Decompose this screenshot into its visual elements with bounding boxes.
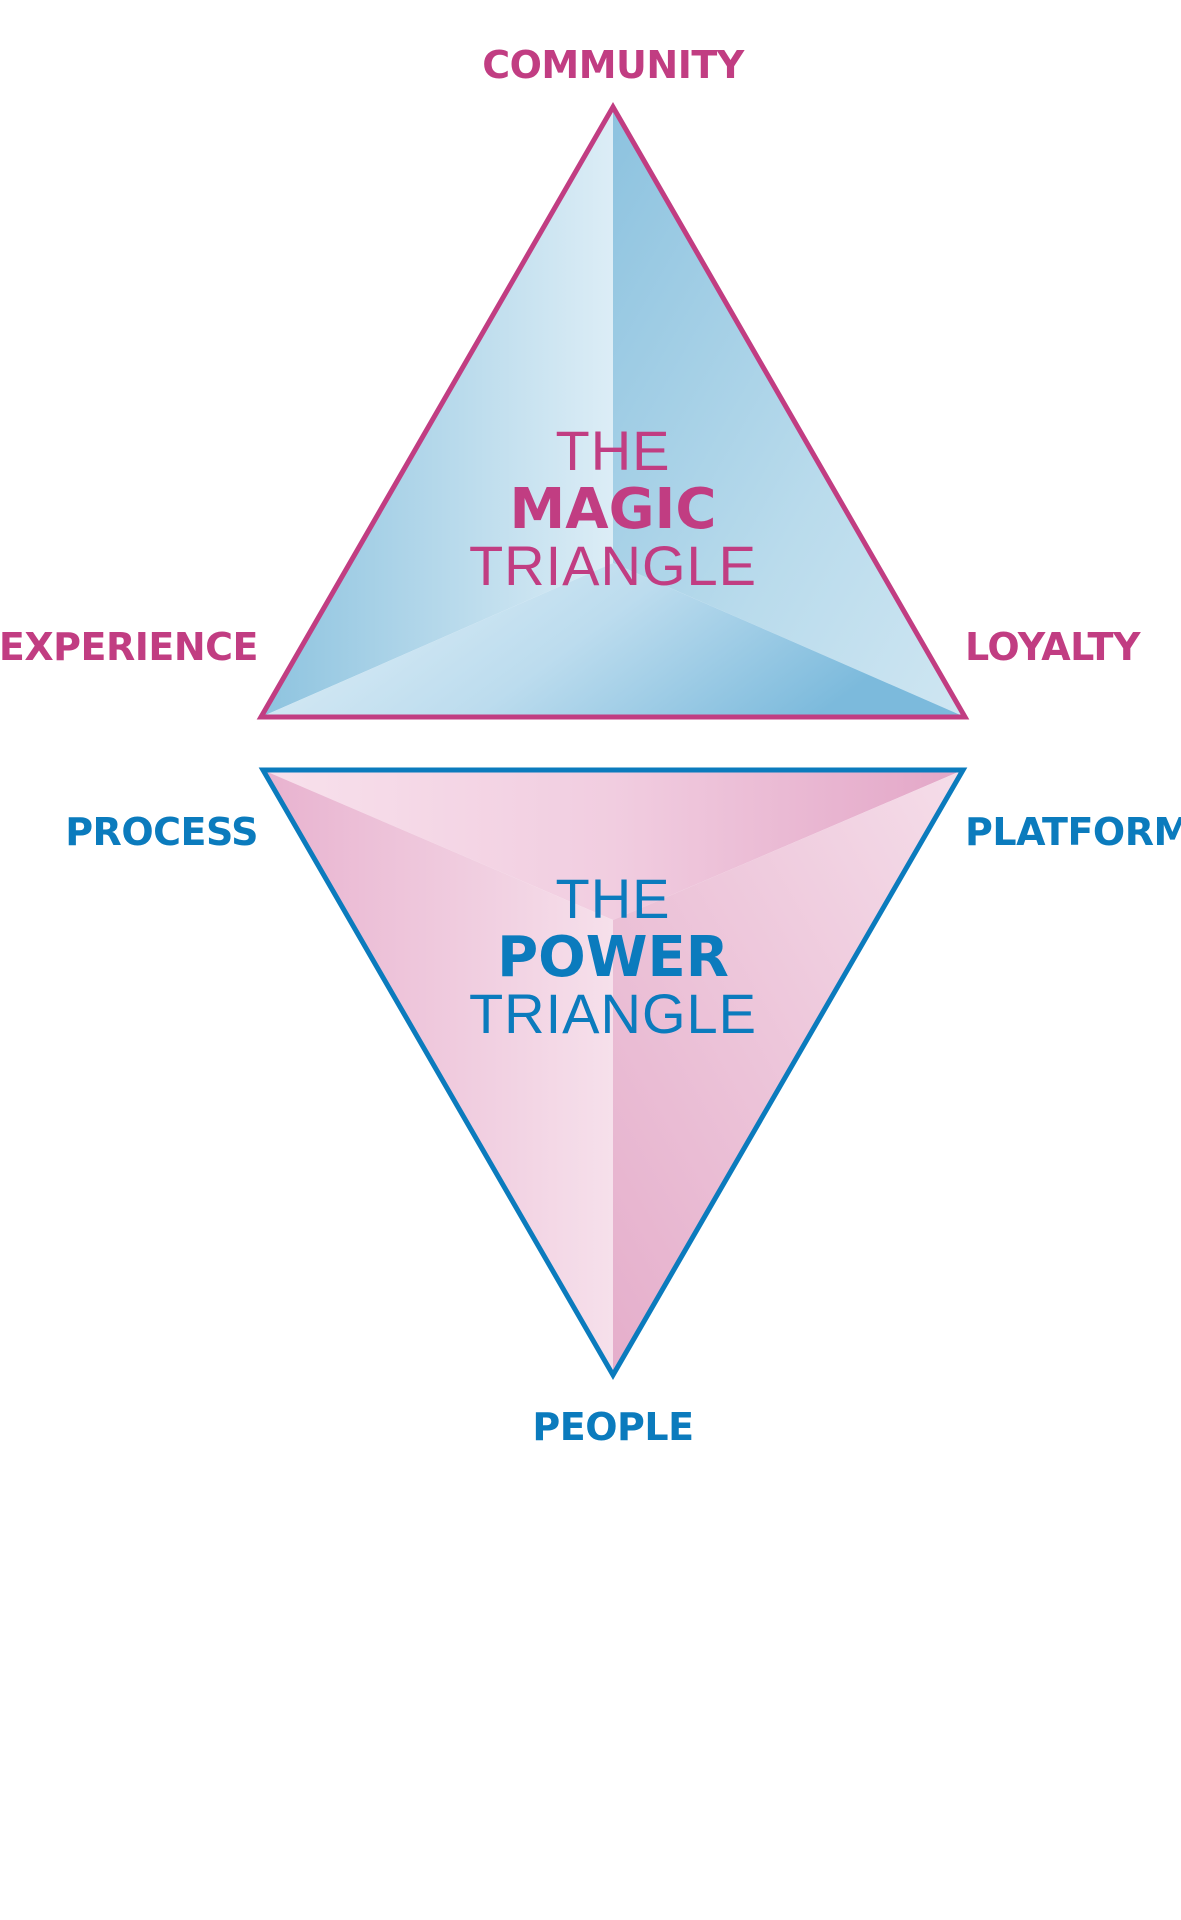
power-title-main: POWER bbox=[497, 925, 729, 990]
vertex-label-experience: EXPERIENCE bbox=[0, 625, 258, 669]
magic-title-triangle: TRIANGLE bbox=[469, 534, 757, 597]
power-triangle: THE POWER TRIANGLE PROCESS PLATFORM PEOP… bbox=[65, 767, 1181, 1449]
magic-triangle: THE MAGIC TRIANGLE COMMUNITY EXPERIENCE … bbox=[0, 43, 1141, 720]
vertex-label-loyalty: LOYALTY bbox=[965, 625, 1141, 669]
power-title-triangle: TRIANGLE bbox=[469, 982, 757, 1045]
power-title-the: THE bbox=[556, 867, 671, 930]
magic-title-the: THE bbox=[556, 419, 671, 482]
vertex-label-platform: PLATFORM bbox=[965, 810, 1181, 854]
vertex-label-people: PEOPLE bbox=[532, 1405, 693, 1449]
magic-title-main: MAGIC bbox=[510, 477, 717, 542]
vertex-label-process: PROCESS bbox=[65, 810, 258, 854]
magic-facet-bottom bbox=[261, 563, 965, 717]
power-facet-top bbox=[263, 770, 963, 920]
magic-outline bbox=[256, 101, 970, 720]
vertex-label-community: COMMUNITY bbox=[482, 43, 745, 87]
power-outline bbox=[258, 767, 968, 1380]
